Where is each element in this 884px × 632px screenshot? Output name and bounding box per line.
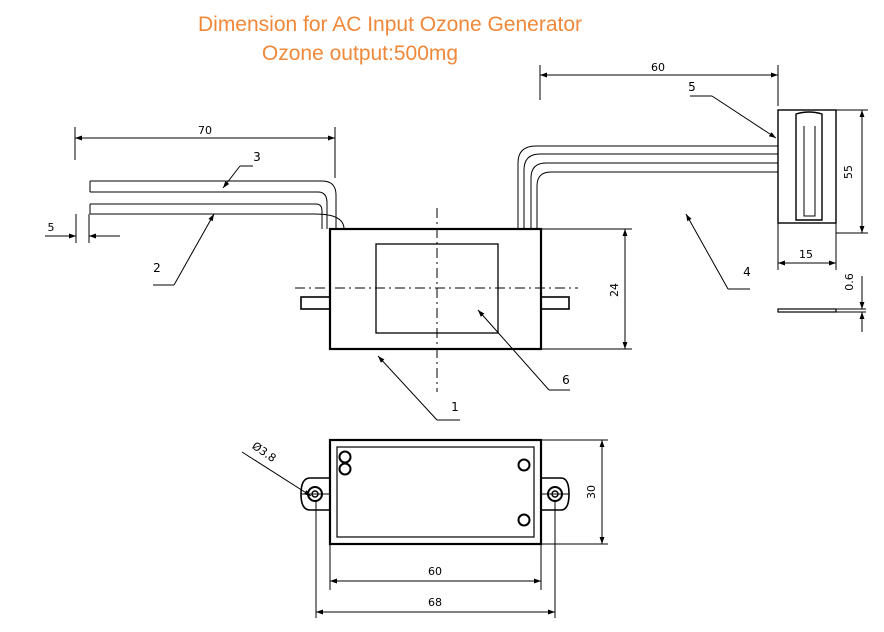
part-label-2: 2 [153,261,161,275]
leader-lines [153,95,777,497]
dim-base-height [541,439,608,545]
generator-body-side [295,208,578,392]
dim-label-15: 15 [799,248,813,261]
dim-label-30: 30 [585,485,598,499]
dim-label-70: 70 [198,124,212,137]
generator-base-top [300,438,570,546]
dim-label-60-base: 60 [428,565,442,578]
dim-electrode-thickness [836,276,866,332]
electrode-plate [777,109,837,313]
part-label-1: 1 [451,400,459,414]
dim-electrode-lead [539,65,779,106]
dim-electrode-height [836,109,868,234]
dim-label-60-lead: 60 [651,61,665,74]
dim-base-length [329,544,542,590]
dim-electrode-width [777,223,837,270]
dim-base-overall [315,500,556,618]
drawing-title: Dimension for AC Input Ozone Generator [197,13,583,36]
electrode-wires [517,145,778,229]
dim-label-68: 68 [428,596,442,609]
dim-label-0-6: 0.6 [843,273,856,291]
dim-wire-spacing [45,214,120,243]
dim-label-55: 55 [842,165,855,179]
part-label-5: 5 [688,80,696,94]
dim-body-height [541,228,632,350]
dim-wire-length [74,127,336,178]
dim-label-5: 5 [48,221,55,234]
part-label-6: 6 [562,373,570,387]
dim-label-hole-diameter: Ø3.8 [250,439,279,465]
hv-wires [89,180,345,230]
part-label-3: 3 [253,150,261,164]
part-label-4: 4 [743,265,751,279]
drawing-subtitle: Ozone output:500mg [261,42,459,65]
dim-label-24: 24 [608,283,621,297]
